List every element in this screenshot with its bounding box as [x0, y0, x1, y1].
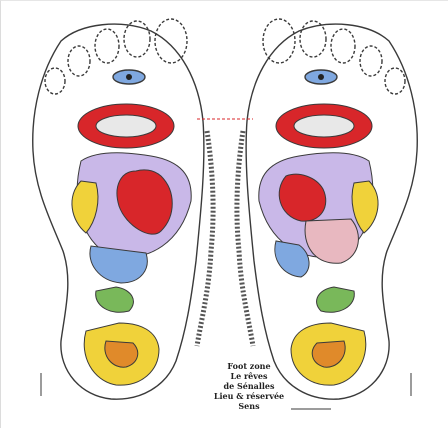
- left-toe-3: [95, 29, 119, 63]
- left-green-zone: [96, 287, 134, 312]
- right-toe-3: [331, 29, 355, 63]
- left-organ-zones: [72, 104, 191, 385]
- caption-line-3: de Sénalles: [189, 381, 309, 391]
- right-toe-4: [360, 46, 382, 76]
- left-spine-zone: [197, 131, 213, 346]
- right-green-zone: [317, 287, 355, 312]
- right-spine-zone: [237, 131, 253, 346]
- right-toe-5: [385, 68, 405, 94]
- caption-line-4: Lieu & réservée: [189, 391, 309, 401]
- left-eye-pupil: [126, 74, 132, 80]
- left-toe-1: [155, 19, 187, 63]
- left-toe-4: [68, 46, 90, 76]
- caption-line-5: Sens: [189, 401, 309, 411]
- caption-line-1: Foot zone: [189, 361, 309, 371]
- chart-caption: Foot zone Le rêves de Sénalles Lieu & ré…: [189, 361, 309, 411]
- right-eye-pupil: [318, 74, 324, 80]
- right-organ-zones: [259, 104, 378, 385]
- left-toe-5: [45, 68, 65, 94]
- caption-line-2: Le rêves: [189, 371, 309, 381]
- right-toe-1: [263, 19, 295, 63]
- left-lung-inner: [96, 115, 156, 137]
- right-lung-inner: [294, 115, 354, 137]
